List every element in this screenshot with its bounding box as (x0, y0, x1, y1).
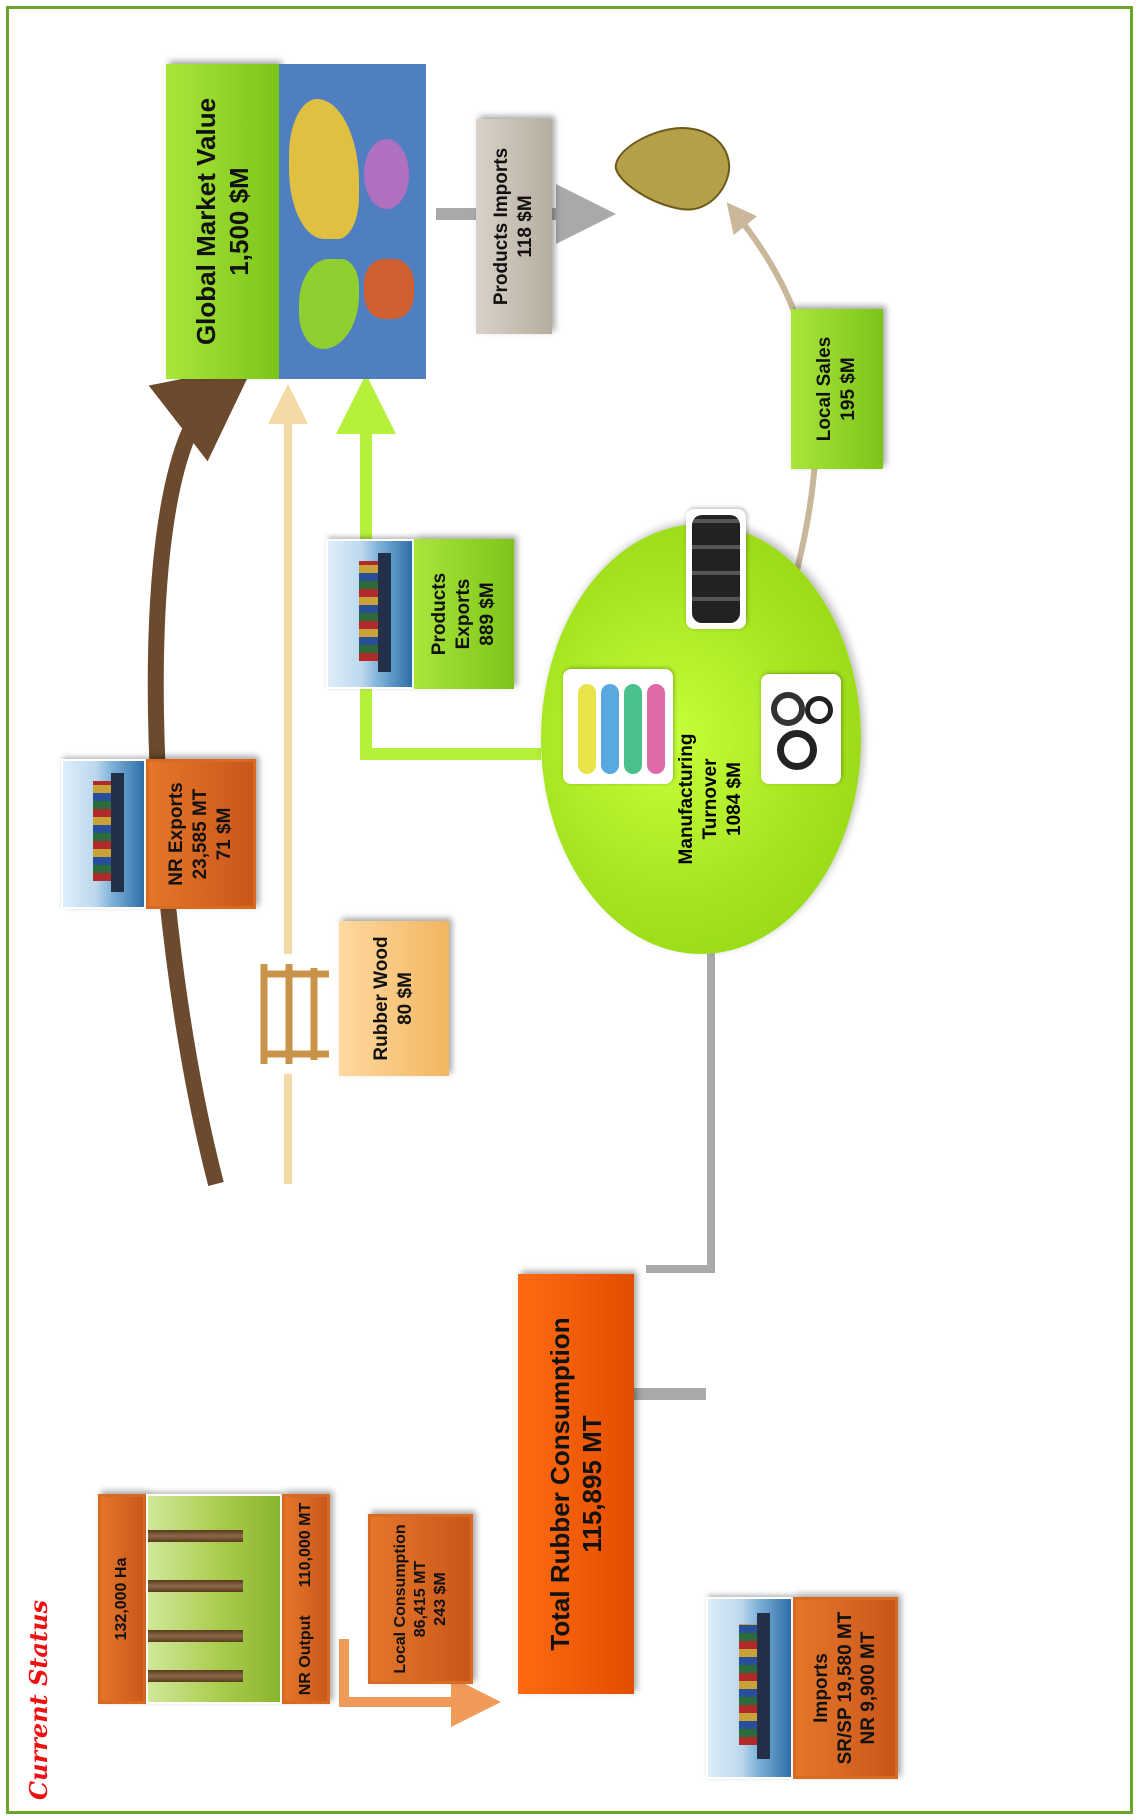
world-map-image (279, 64, 426, 379)
diagram-frame (6, 6, 1133, 1814)
products-exports-arrow (336, 374, 541, 760)
land-area-text: 132,000 Ha (113, 1557, 130, 1641)
products-exports-ship-image (326, 539, 414, 689)
nr-exports-label: NR Exports (166, 782, 188, 886)
imports-ship-image (706, 1597, 793, 1779)
products-exports-label1: Products (429, 572, 451, 656)
products-imports-value: 118 $M (515, 195, 536, 258)
products-exports-value: 889 $M (476, 582, 498, 646)
tyres-image (686, 509, 746, 629)
local-sales-value: 195 $M (838, 357, 859, 421)
sri-lanka-map-icon (611, 114, 736, 224)
land-area-box: 132,000 Ha (98, 1494, 146, 1704)
local-consumption-box: Local Consumption 86,415 MT 243 $M (368, 1514, 473, 1684)
imports-line1: SR/SP 19,580 MT (834, 1611, 856, 1765)
local-consumption-value: 243 $M (431, 1572, 449, 1626)
rubber-parts-image (761, 674, 841, 784)
gloves-image (563, 669, 673, 784)
products-exports-label2: Exports (453, 578, 475, 650)
page-title: Current Status (24, 1599, 53, 1800)
nr-output-label: NR Output (297, 1615, 314, 1696)
rubber-wood-label: Rubber Wood (371, 936, 393, 1061)
nr-exports-value: 71 $M (213, 807, 235, 861)
products-imports-box: Products Imports 118 $M (476, 119, 552, 334)
manufacturing-label2: Turnover (700, 758, 722, 840)
imports-box: Imports SR/SP 19,580 MT NR 9,900 MT (793, 1597, 898, 1779)
local-consumption-volume: 86,415 MT (411, 1560, 429, 1638)
total-consumption-box: Total Rubber Consumption 115,895 MT (518, 1274, 634, 1694)
nr-exports-box: NR Exports 23,585 MT 71 $M (146, 759, 256, 909)
rubber-wood-image (244, 954, 339, 1074)
nr-output-value: 110,000 MT (297, 1502, 314, 1588)
local-consumption-arrow-2 (339, 1639, 501, 1727)
total-consumption-label: Total Rubber Consumption (544, 1317, 575, 1651)
nr-output-box: NR Output 110,000 MT (282, 1494, 330, 1704)
products-imports-label: Products Imports (491, 147, 513, 306)
nr-exports-arrow (147, 364, 254, 1187)
imports-label: Imports (810, 1653, 832, 1723)
global-market-value: 1,500 $M (223, 167, 254, 276)
local-sales-label: Local Sales (814, 336, 836, 442)
local-sales-box: Local Sales 195 $M (791, 309, 883, 469)
local-consumption-label: Local Consumption (391, 1524, 409, 1674)
nr-exports-volume: 23,585 MT (190, 788, 212, 880)
manufacturing-text: Manufacturing Turnover 1084 $M (661, 714, 761, 884)
rubber-wood-box: Rubber Wood 80 $M (339, 921, 449, 1076)
nr-exports-ship-image (61, 759, 146, 909)
imports-line2: NR 9,900 MT (858, 1631, 880, 1745)
diagram-stage: Current Status 132,000 Ha NR Output 110,… (6, 6, 1133, 1814)
manufacturing-value: 1084 $M (723, 762, 745, 836)
manufacturing-label1: Manufacturing (676, 733, 698, 865)
global-market-label: Global Market Value (191, 97, 221, 346)
rubber-plantation-image (146, 1494, 282, 1704)
global-market-box: Global Market Value 1,500 $M (166, 64, 279, 379)
rubber-wood-value: 80 $M (395, 972, 416, 1025)
total-consumption-value: 115,895 MT (577, 1415, 607, 1553)
products-exports-box: Products Exports 889 $M (414, 539, 514, 689)
